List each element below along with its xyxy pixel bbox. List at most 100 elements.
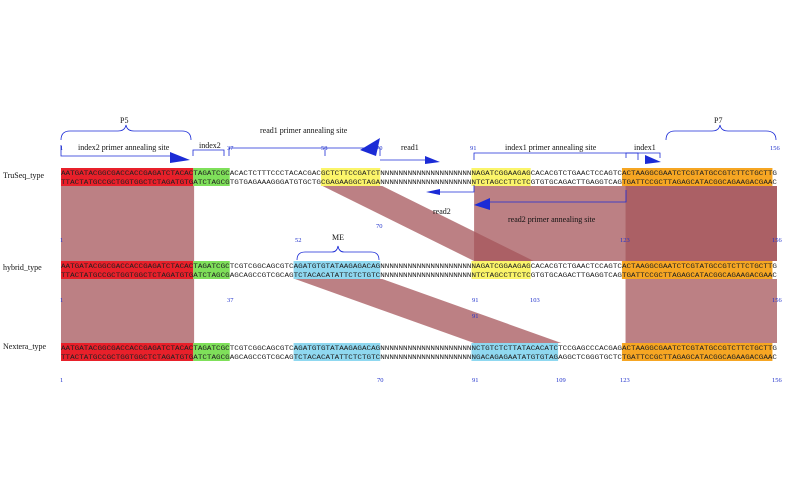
- index2-label: index2: [199, 141, 221, 150]
- sequence-highlight: [193, 270, 230, 279]
- sequence-highlight: [193, 261, 230, 270]
- alignment-connector: [625, 279, 777, 343]
- read2-arrowhead: [426, 189, 440, 195]
- index1-bracket: [625, 152, 661, 158]
- positions-truseq-top: 1 37 58 70 91 156: [60, 145, 781, 152]
- sequence-rows: AATGATACGGCGACCACCGAGATCTACACTAGATCGCACA…: [61, 168, 777, 361]
- read2-primer-arrowhead: [474, 198, 490, 210]
- read2-primer-label: read2 primer annealing site: [508, 215, 596, 224]
- sequence-highlight: [621, 261, 773, 270]
- sequence-highlight: [621, 177, 773, 186]
- read2-arrow-line: [438, 185, 475, 193]
- sequence-highlight: [293, 343, 381, 352]
- pos-label: 156: [772, 297, 783, 304]
- sequence-highlight: [471, 261, 531, 270]
- sequence-highlight: [61, 343, 194, 352]
- index2-primer-bracket: [60, 145, 175, 157]
- sequence-row: AATGATACGGCGACCACCGAGATCTACACTAGATCGCTCG…: [61, 261, 777, 279]
- row-label-nextera: Nextera_type: [3, 342, 47, 351]
- row-label-hybrid: hybrid_type: [3, 263, 42, 272]
- sequence-highlight: [621, 343, 773, 352]
- sequence-highlight: [61, 177, 194, 186]
- pos-label: 1: [60, 377, 63, 384]
- pos-label: 91: [472, 313, 479, 320]
- sequence-highlight: [61, 261, 194, 270]
- alignment-connector: [61, 279, 195, 343]
- pos-label: 91: [472, 377, 479, 384]
- index2-primer-label: index2 primer annealing site: [78, 143, 170, 152]
- pos-label: 1: [60, 297, 63, 304]
- pos-label: 91: [472, 297, 479, 304]
- sequence-row: AATGATACGGCGACCACCGAGATCTACACTAGATCGCACA…: [61, 168, 777, 186]
- index1-primer-label: index1 primer annealing site: [505, 143, 597, 152]
- alignment-connectors: [61, 186, 777, 343]
- read1-arrowhead: [425, 156, 440, 164]
- pos-label: 1: [60, 237, 63, 244]
- pos-label: 70: [376, 223, 383, 230]
- positions-hybrid-bottom: 1 37 91 103 156 91: [60, 297, 783, 320]
- read1-primer-bracket: [228, 147, 381, 156]
- sequence-highlight: [471, 270, 531, 279]
- read2-label: read2: [433, 207, 451, 216]
- pos-label: 123: [620, 377, 630, 384]
- pos-label: 156: [772, 237, 783, 244]
- sequence-highlight: [193, 352, 230, 361]
- pos-label: 1: [60, 145, 63, 152]
- pos-label: 156: [770, 145, 781, 152]
- sequence-row: AATGATACGGCGACCACCGAGATCTACACTAGATCGCTCG…: [61, 343, 777, 361]
- sequence-highlight: [471, 177, 531, 186]
- index1-primer-bracket: [473, 152, 639, 160]
- sequence-bottom-strand: TTACTATGCCGCTGGTGGCTCTAGATGTGATCTAGCGTGT…: [61, 179, 777, 186]
- sequence-highlight: [320, 177, 381, 186]
- truseq-annotations: [60, 124, 777, 203]
- index1-arrowhead: [645, 155, 661, 164]
- sequence-highlight: [293, 261, 381, 270]
- row-label-truseq: TruSeq_type: [3, 171, 44, 180]
- index1-label: index1: [634, 143, 656, 152]
- sequence-highlight: [621, 168, 773, 177]
- pos-label: 37: [227, 297, 234, 304]
- sequence-highlight: [193, 177, 230, 186]
- pos-label: 58: [321, 145, 328, 152]
- truseq-arrowheads: [170, 138, 661, 210]
- index2-bracket: [192, 149, 225, 156]
- sequence-highlight: [193, 343, 230, 352]
- pos-label: 70: [376, 145, 383, 152]
- sequence-highlight: [471, 343, 559, 352]
- sequence-highlight: [293, 352, 381, 361]
- pos-label: 123: [620, 237, 630, 244]
- pos-label: 37: [227, 145, 234, 152]
- alignment-connector: [61, 186, 195, 261]
- sequence-highlight: [320, 168, 381, 177]
- pos-label: 109: [556, 377, 566, 384]
- index2-primer-arrowhead: [170, 152, 190, 163]
- sequence-highlight: [61, 168, 194, 177]
- sequence-highlight: [621, 352, 773, 361]
- pos-label: 70: [377, 377, 384, 384]
- p7-label: P7: [714, 116, 722, 125]
- sequence-highlight: [61, 270, 194, 279]
- alignment-connector: [625, 186, 777, 261]
- sequence-highlight: [471, 168, 531, 177]
- read1-label: read1: [401, 143, 419, 152]
- pos-label: 91: [470, 145, 477, 152]
- p5-label: P5: [120, 116, 128, 125]
- sequence-highlight: [293, 270, 381, 279]
- sequence-bottom-strand: TTACTATGCCGCTGGTGGCTCTAGATGTGATCTAGCGAGC…: [61, 354, 777, 361]
- read1-primer-arrowhead: [360, 138, 380, 156]
- read1-primer-label: read1 primer annealing site: [260, 126, 348, 135]
- positions-nextera-bottom: 1 70 91 109 123 156: [60, 377, 783, 384]
- sequence-highlight: [61, 352, 194, 361]
- sequence-top-strand: AATGATACGGCGACCACCGAGATCTACACTAGATCGCACA…: [61, 170, 777, 177]
- pos-label: 103: [530, 297, 540, 304]
- sequence-top-strand: AATGATACGGCGACCACCGAGATCTACACTAGATCGCTCG…: [61, 263, 777, 270]
- pos-label: 156: [772, 377, 783, 384]
- positions-hybrid-top: 1 52 70 123 156: [60, 223, 783, 244]
- sequence-highlight: [471, 352, 559, 361]
- p7-brace: [665, 124, 777, 141]
- me-bracket: [296, 245, 380, 261]
- me-label: ME: [332, 233, 344, 242]
- sequence-highlight: [193, 168, 230, 177]
- p5-brace: [60, 124, 192, 141]
